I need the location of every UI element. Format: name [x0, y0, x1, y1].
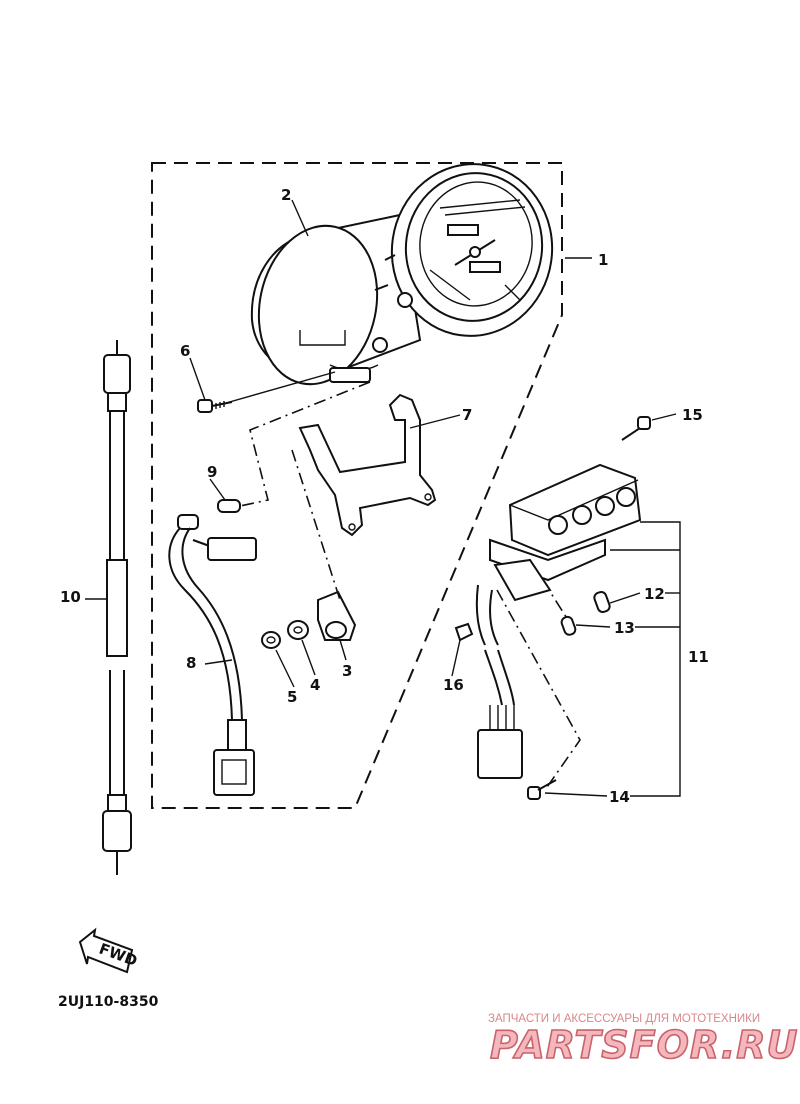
screw-15	[621, 416, 651, 441]
assembly-boundary	[151, 162, 563, 809]
diagram-code: 2UJ110-8350	[58, 994, 159, 1010]
callout-14: 14	[609, 788, 630, 806]
leader-lines	[85, 199, 681, 797]
callout-6: 6	[180, 342, 190, 360]
wire-harness-8	[168, 514, 257, 796]
bulb-12	[593, 590, 611, 614]
bulb-9	[217, 499, 241, 513]
alignment-line	[496, 589, 581, 791]
screw-14	[527, 779, 557, 800]
speedometer-assembly	[250, 163, 554, 386]
callout-10: 10	[60, 588, 81, 606]
nut-5	[261, 631, 281, 649]
callout-4: 4	[310, 676, 320, 694]
grommet-3	[317, 590, 357, 641]
speedometer-cable-10	[102, 340, 132, 875]
bracket-7	[298, 393, 437, 537]
bulb-13	[560, 615, 577, 636]
indicator-light-unit-11	[475, 463, 642, 779]
callout-5: 5	[287, 688, 297, 706]
watermark-tagline: ЗАПЧАСТИ И АКСЕССУАРЫ ДЛЯ МОТОТЕХНИКИ	[488, 1013, 760, 1025]
callout-1: 1	[598, 251, 608, 269]
callout-3: 3	[342, 662, 352, 680]
screw-6	[197, 371, 336, 413]
callout-8: 8	[186, 654, 196, 672]
alignment-line	[291, 449, 341, 601]
callout-9: 9	[207, 463, 217, 481]
washer-4	[287, 620, 309, 640]
callout-11: 11	[688, 648, 709, 666]
callout-7: 7	[462, 406, 472, 424]
callout-13: 13	[614, 619, 635, 637]
callout-15: 15	[682, 406, 703, 424]
callout-12: 12	[644, 585, 665, 603]
callout-2: 2	[281, 186, 291, 204]
watermark-brand: PARTSFOR.RU	[490, 1023, 798, 1067]
grommet-16	[454, 622, 474, 642]
forward-direction-arrow: FWD	[78, 927, 140, 974]
callout-16: 16	[443, 676, 464, 694]
